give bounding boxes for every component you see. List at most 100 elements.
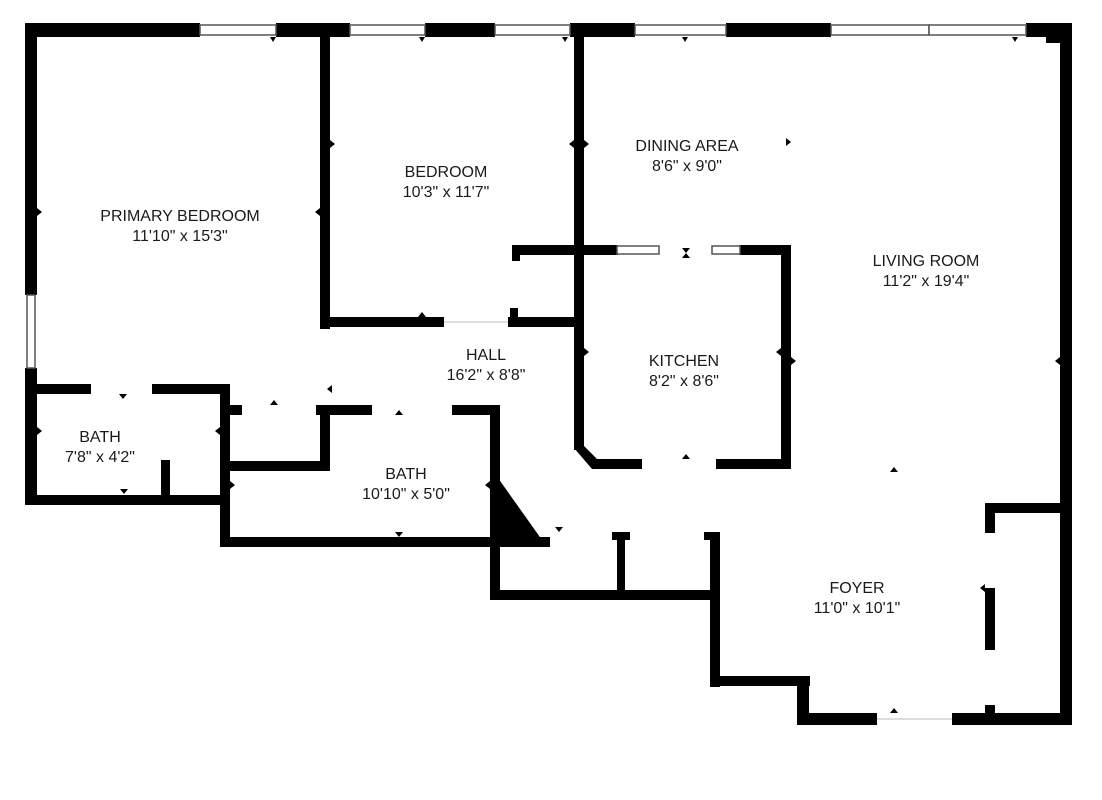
marker (786, 138, 791, 146)
marker (569, 140, 574, 148)
room-label-dining-area: DINING AREA 8'6" x 9'0" (635, 137, 738, 177)
marker (230, 481, 235, 489)
wall-bath-main-right (490, 405, 500, 600)
wall-bedroom-bottom-right (508, 317, 578, 327)
doorway-gaps (444, 321, 952, 720)
marker (776, 348, 781, 356)
marker (715, 584, 720, 592)
marker (584, 140, 589, 148)
wall-foyer-bottom-left (797, 713, 877, 725)
marker (215, 427, 220, 435)
wall-foyer-closet-left-bottom (985, 705, 995, 725)
wall-bath-small-top-right (152, 384, 230, 394)
marker (418, 312, 426, 317)
window-bedroom-top-2 (494, 24, 571, 36)
window-living-top-1 (830, 24, 930, 36)
wall-bath-main-triangle (498, 478, 542, 540)
wall-kitchen-bottom-left (592, 459, 642, 469)
wall-closet-top-mid (316, 405, 372, 415)
wall-bath-small-stub (161, 460, 170, 500)
marker (555, 322, 563, 327)
room-dims: 8'6" x 9'0" (652, 158, 722, 175)
wall-closet-top (512, 245, 618, 255)
marker (1010, 503, 1018, 508)
marker (890, 708, 898, 713)
wall-bath-main-top-right (452, 405, 500, 415)
wall-foyer-step-down (797, 676, 809, 724)
wall-closet-top-stub (512, 245, 520, 261)
wall-right-corner (1046, 23, 1072, 43)
marker (682, 37, 688, 42)
wall-bedroom-bottom-left (320, 317, 444, 327)
wall-foyer-closet-left-mid (985, 588, 995, 650)
marker (270, 400, 278, 405)
wall-bath-main-left (220, 461, 230, 547)
room-dims: 10'3" x 11'7" (402, 184, 490, 201)
wall-top-left (25, 23, 200, 37)
wall-closet-divider (320, 405, 330, 471)
wall-closet-bottom (220, 461, 330, 471)
room-label-foyer: FOYER 11'0" x 10'1" (814, 579, 901, 619)
wall-foyer-left (710, 532, 720, 687)
wall-top-mid2 (425, 23, 495, 37)
room-name: HALL (465, 347, 507, 364)
walls (25, 23, 1072, 725)
marker (682, 248, 690, 253)
room-name: BATH (79, 429, 121, 446)
window-closet-2 (711, 245, 741, 255)
wall-right (1060, 23, 1072, 725)
marker (120, 489, 128, 494)
marker (980, 584, 985, 592)
window-living-top-2 (928, 24, 1027, 36)
room-name: BEDROOM (404, 164, 488, 181)
room-label-kitchen: KITCHEN 8'2" x 8'6" (649, 352, 719, 392)
window-dining-top (634, 24, 727, 36)
wall-kitchen-right (781, 245, 791, 469)
room-dims: 16'2" x 8'8" (446, 367, 526, 384)
wall-top-mid1 (276, 23, 350, 37)
room-name: BATH (385, 466, 427, 483)
marker (327, 385, 332, 393)
marker (791, 357, 796, 365)
wall-bedroom-right (574, 37, 584, 327)
room-name: KITCHEN (648, 353, 720, 370)
marker (682, 454, 690, 459)
wall-left-upper (25, 23, 37, 295)
marker (584, 348, 589, 356)
wall-closet-stub (510, 308, 518, 322)
wall-foyer-closet-top (985, 503, 1070, 513)
windows (26, 24, 1027, 369)
marker (270, 37, 276, 42)
room-name: LIVING ROOM (872, 253, 980, 270)
room-label-living-room: LIVING ROOM 11'2" x 19'4" (873, 252, 980, 292)
room-label-primary-bedroom: PRIMARY BEDROOM 11'10" x 15'3" (100, 207, 259, 247)
marker (419, 37, 425, 42)
wall-bath-small-top-left (25, 384, 91, 394)
wall-foyer-bottom-right (952, 713, 1072, 725)
room-label-bath-main: BATH 10'10" x 5'0" (362, 465, 450, 505)
wall-bath-main-bottom (220, 537, 550, 547)
room-name: FOYER (829, 580, 885, 597)
marker (562, 37, 568, 42)
wall-bath-small-right (220, 384, 230, 504)
wall-top-mid4 (726, 23, 831, 37)
marker (315, 208, 320, 216)
room-label-hall: HALL 16'2" x 8'8" (447, 346, 526, 386)
window-bedroom-top-1 (349, 24, 426, 36)
wall-top-mid3 (570, 23, 635, 37)
wall-kitchen-left (574, 325, 584, 450)
wall-foyer-lower-step (710, 676, 810, 686)
marker (682, 253, 690, 258)
room-label-bedroom: BEDROOM 10'3" x 11'7" (403, 163, 490, 203)
room-dims: 8'2" x 8'6" (649, 373, 719, 390)
room-dims: 11'2" x 19'4" (882, 273, 970, 290)
wall-kitchen-top-right (739, 245, 791, 255)
wall-bedroom-left (320, 37, 330, 329)
marker (1055, 357, 1060, 365)
room-name: DINING AREA (635, 138, 739, 155)
marker (555, 527, 563, 532)
wall-kitchen-bottom-right (716, 459, 791, 469)
marker (395, 532, 403, 537)
door-markers (37, 37, 1060, 713)
marker (395, 410, 403, 415)
